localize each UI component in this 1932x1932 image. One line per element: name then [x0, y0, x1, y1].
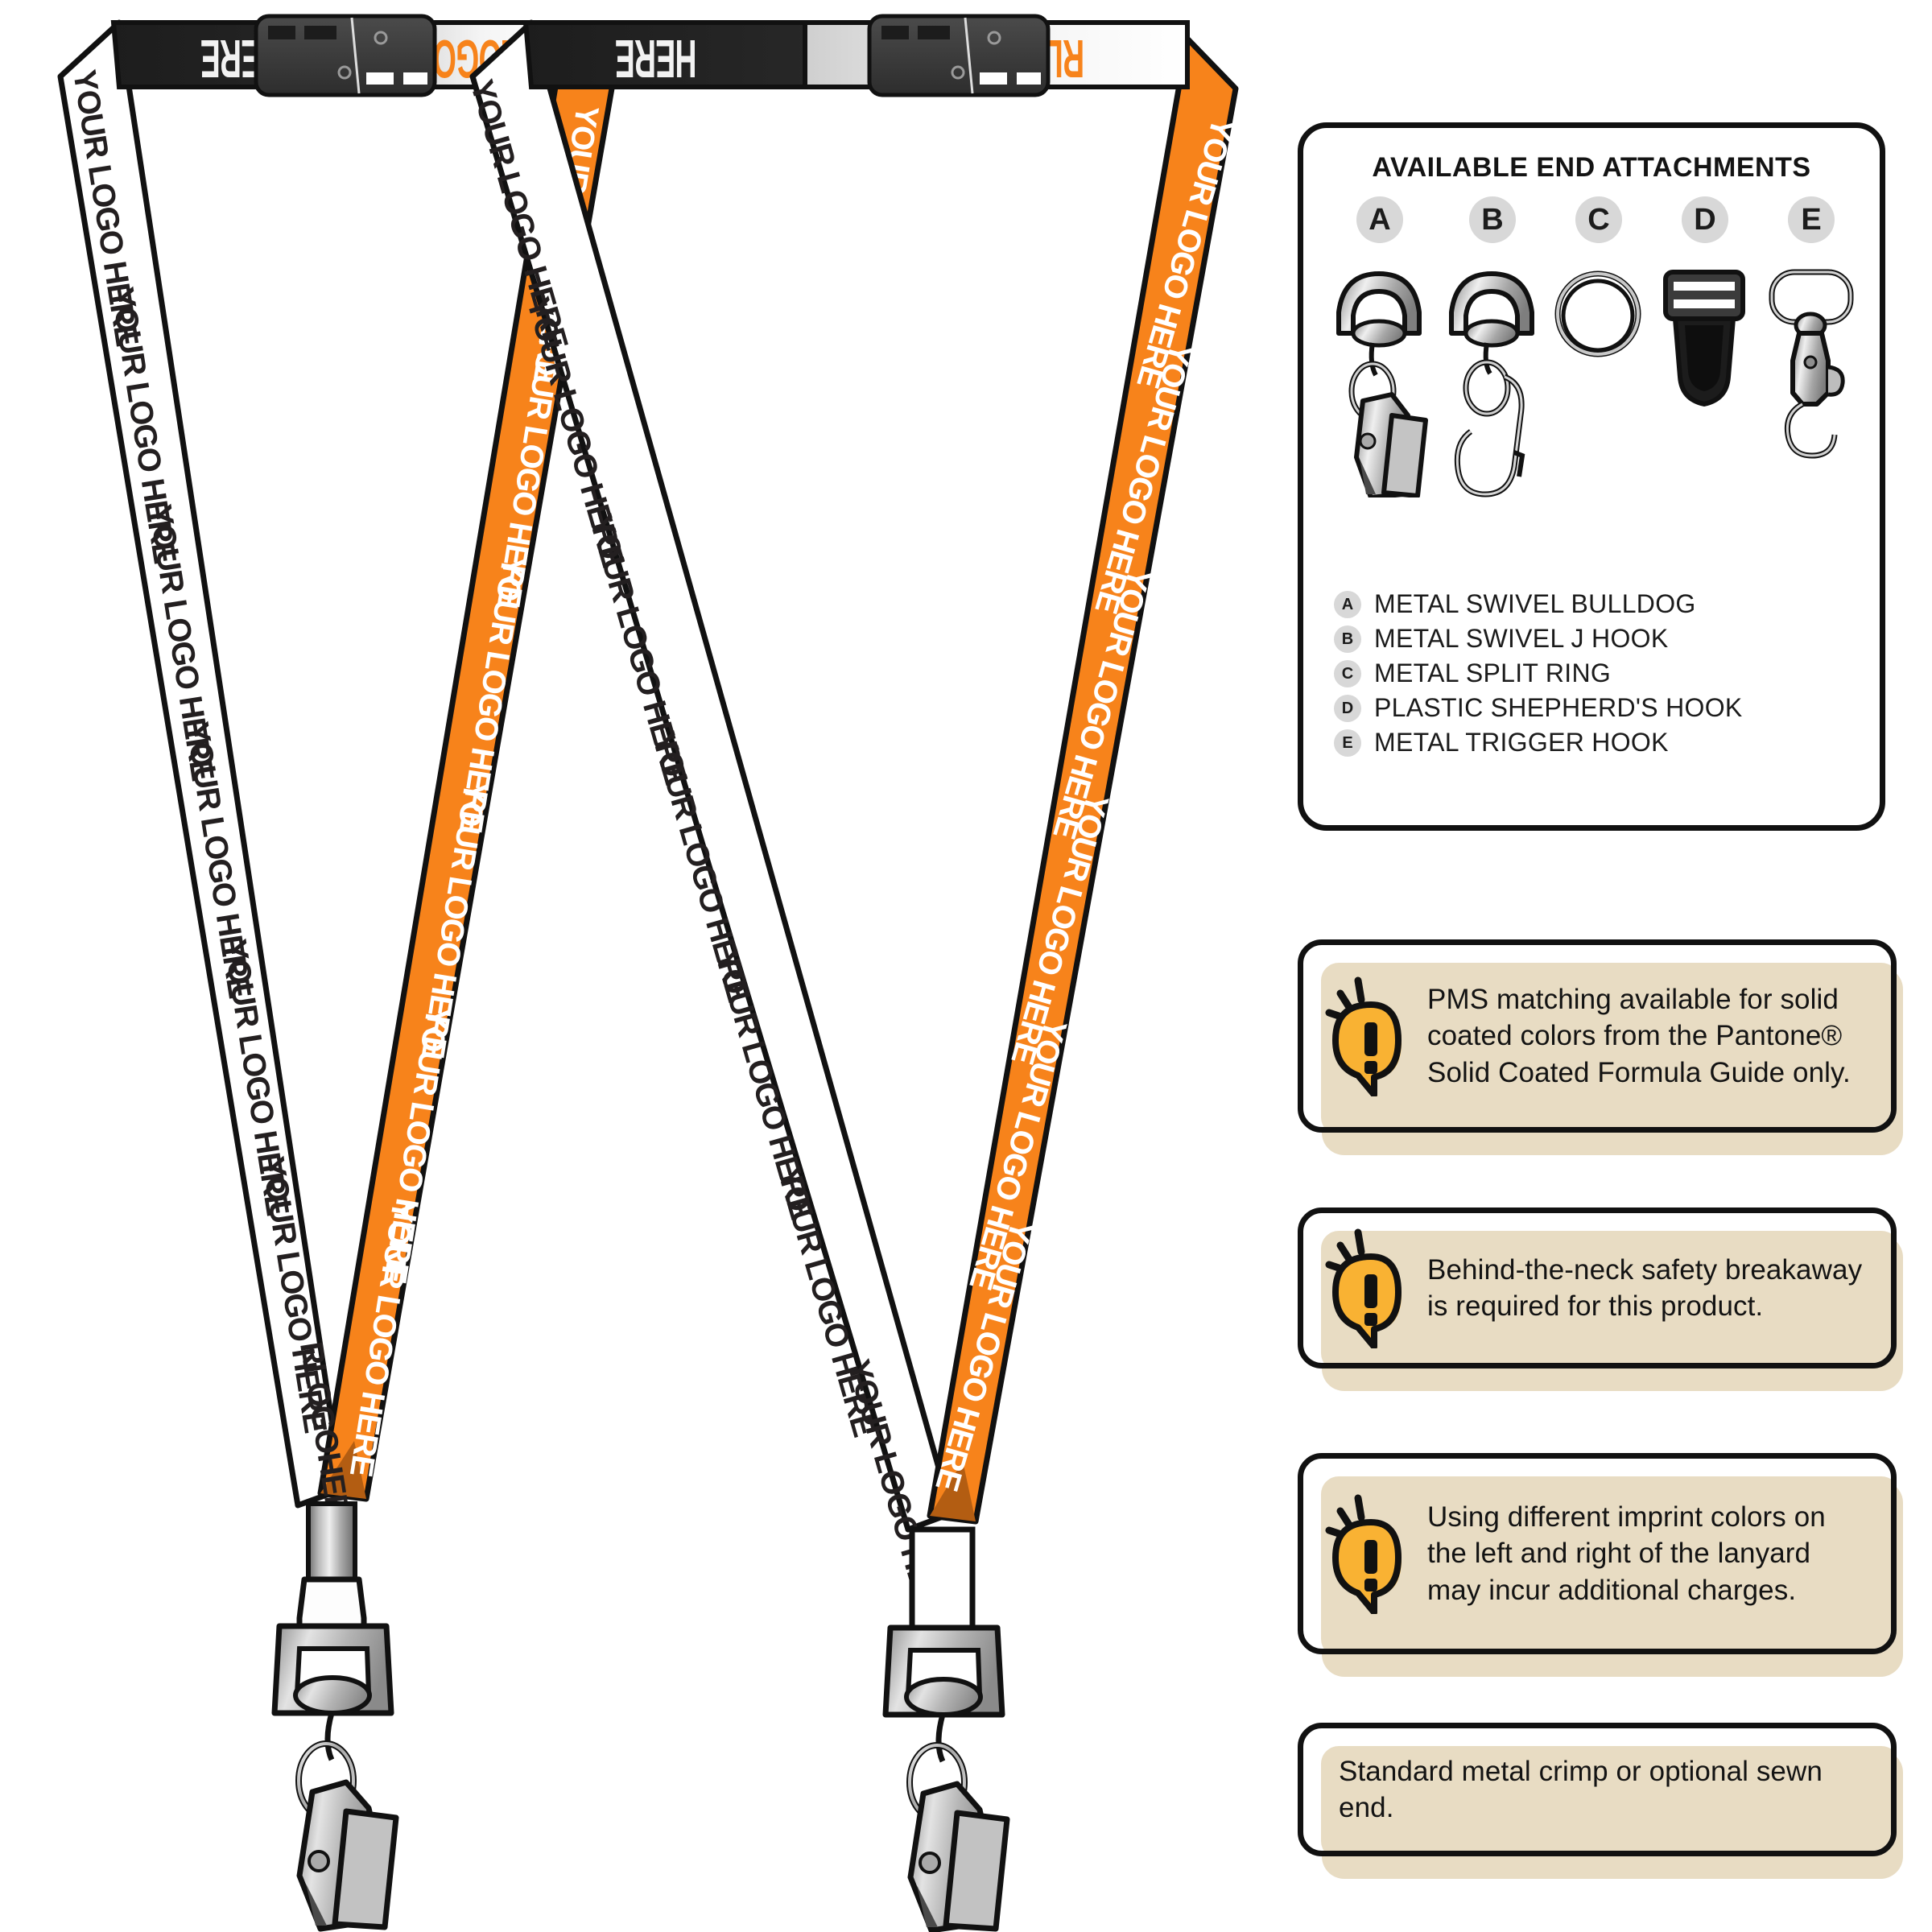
- breakaway-buckle-right: [867, 14, 1051, 97]
- note-card-breakaway: Behind-the-neck safety breakaway is requ…: [1298, 1208, 1903, 1391]
- warning-exclamation-icon: [1324, 1228, 1419, 1350]
- note-content: Using different imprint colors on the le…: [1303, 1493, 1891, 1616]
- attachment-badge-c: C: [1575, 196, 1622, 243]
- legend-item-e: E METAL TRIGGER HOOK: [1334, 725, 1859, 760]
- strap-fold-shade: [320, 1441, 366, 1499]
- attachment-option-e[interactable]: E: [1756, 196, 1867, 497]
- legend-label-b: METAL SWIVEL J HOOK: [1374, 624, 1669, 653]
- note-content: PMS matching available for solid coated …: [1303, 976, 1891, 1098]
- note-card-crimp: Standard metal crimp or optional sewn en…: [1298, 1723, 1903, 1879]
- legend-item-a: A METAL SWIVEL BULLDOG: [1334, 587, 1859, 621]
- right-info-column: AVAILABLE END ATTACHMENTS A: [1298, 0, 1932, 1932]
- note-text: Behind-the-neck safety breakaway is requ…: [1427, 1253, 1863, 1323]
- legend-badge-e: E: [1334, 729, 1361, 757]
- metal-trigger-hook-icon: [1756, 256, 1867, 497]
- plastic-shepherds-hook-icon: [1649, 256, 1761, 497]
- legend-item-d: D PLASTIC SHEPHERD'S HOOK: [1334, 691, 1859, 725]
- bulldog-clip-left: [296, 1779, 399, 1932]
- note-card-imprint-colors: Using different imprint colors on the le…: [1298, 1453, 1903, 1677]
- note-fill: [1321, 963, 1891, 1127]
- swivel-barrel-right: [904, 1677, 983, 1717]
- bulldog-clip-right: [907, 1781, 1010, 1932]
- note-box: PMS matching available for solid coated …: [1298, 939, 1897, 1133]
- attachment-badge-e: E: [1788, 196, 1835, 243]
- attachment-option-a[interactable]: A: [1324, 196, 1435, 497]
- metal-swivel-j-hook-icon: [1437, 256, 1548, 497]
- legend-badge-a: A: [1334, 590, 1361, 618]
- note-fill: [1321, 1746, 1891, 1851]
- metal-swivel-bulldog-icon: [1324, 256, 1435, 497]
- attachment-legend-list: A METAL SWIVEL BULLDOG B METAL SWIVEL J …: [1334, 587, 1859, 760]
- note-box: Using different imprint colors on the le…: [1298, 1453, 1897, 1654]
- available-end-attachments-panel: AVAILABLE END ATTACHMENTS A: [1298, 122, 1885, 831]
- attachment-badge-b: B: [1469, 196, 1516, 243]
- legend-label-d: PLASTIC SHEPHERD'S HOOK: [1374, 693, 1743, 722]
- attachment-badge-a: A: [1356, 196, 1403, 243]
- warning-exclamation-icon: [1324, 976, 1419, 1098]
- attachment-option-c[interactable]: C: [1543, 196, 1654, 497]
- left-strap-imprints: YOUR LOGO HERE YOUR LOGO HERE YOUR LOGO …: [66, 68, 359, 1540]
- attachment-badge-d: D: [1682, 196, 1728, 243]
- attachment-option-d[interactable]: D: [1649, 196, 1761, 497]
- note-card-pms-matching: PMS matching available for solid coated …: [1298, 939, 1903, 1155]
- note-fill: [1321, 1476, 1891, 1649]
- legend-badge-d: D: [1334, 694, 1361, 722]
- lanyard-artwork-area: HERE RLOGOHE YOUR: [57, 14, 1241, 1932]
- legend-label-c: METAL SPLIT RING: [1374, 658, 1612, 687]
- attachment-icons-row: A: [1303, 196, 1880, 518]
- note-box: Behind-the-neck safety breakaway is requ…: [1298, 1208, 1897, 1368]
- legend-item-b: B METAL SWIVEL J HOOK: [1334, 621, 1859, 656]
- legend-item-c: C METAL SPLIT RING: [1334, 656, 1859, 691]
- note-text: Using different imprint colors on the le…: [1427, 1501, 1826, 1606]
- note-text: PMS matching available for solid coated …: [1427, 983, 1851, 1088]
- attachment-option-b[interactable]: B: [1437, 196, 1548, 497]
- lanyard-right: HERE RLOGOHE YOUR LOGO HERE: [464, 14, 1241, 1932]
- metal-crimp-left: [306, 1501, 357, 1587]
- legend-label-e: METAL TRIGGER HOOK: [1374, 728, 1669, 757]
- swivel-barrel-left: [293, 1675, 372, 1715]
- breakaway-buckle-left: [254, 14, 437, 97]
- note-content: Standard metal crimp or optional sewn en…: [1303, 1753, 1891, 1827]
- metal-split-ring-icon: [1543, 256, 1654, 497]
- attachments-panel-title: AVAILABLE END ATTACHMENTS: [1372, 152, 1811, 183]
- top-band-imprint-left-2: HERE: [615, 28, 696, 88]
- strap-fold-shade-2: [930, 1461, 976, 1521]
- warning-exclamation-icon: [1324, 1493, 1419, 1616]
- legend-badge-b: B: [1334, 625, 1361, 653]
- lanyard-illustrations: HERE RLOGOHE YOUR: [57, 14, 1241, 1932]
- legend-badge-c: C: [1334, 659, 1361, 687]
- svg-text:HERE: HERE: [615, 28, 696, 88]
- note-fill: [1321, 1231, 1891, 1363]
- legend-label-a: METAL SWIVEL BULLDOG: [1374, 589, 1696, 618]
- left-strap-imprints-2: YOUR LOGO HERE YOUR LOGO HERE YOUR LOGO …: [464, 76, 952, 1633]
- note-text: Standard metal crimp or optional sewn en…: [1339, 1755, 1823, 1824]
- note-content: Behind-the-neck safety breakaway is requ…: [1303, 1228, 1891, 1350]
- note-box: Standard metal crimp or optional sewn en…: [1298, 1723, 1897, 1856]
